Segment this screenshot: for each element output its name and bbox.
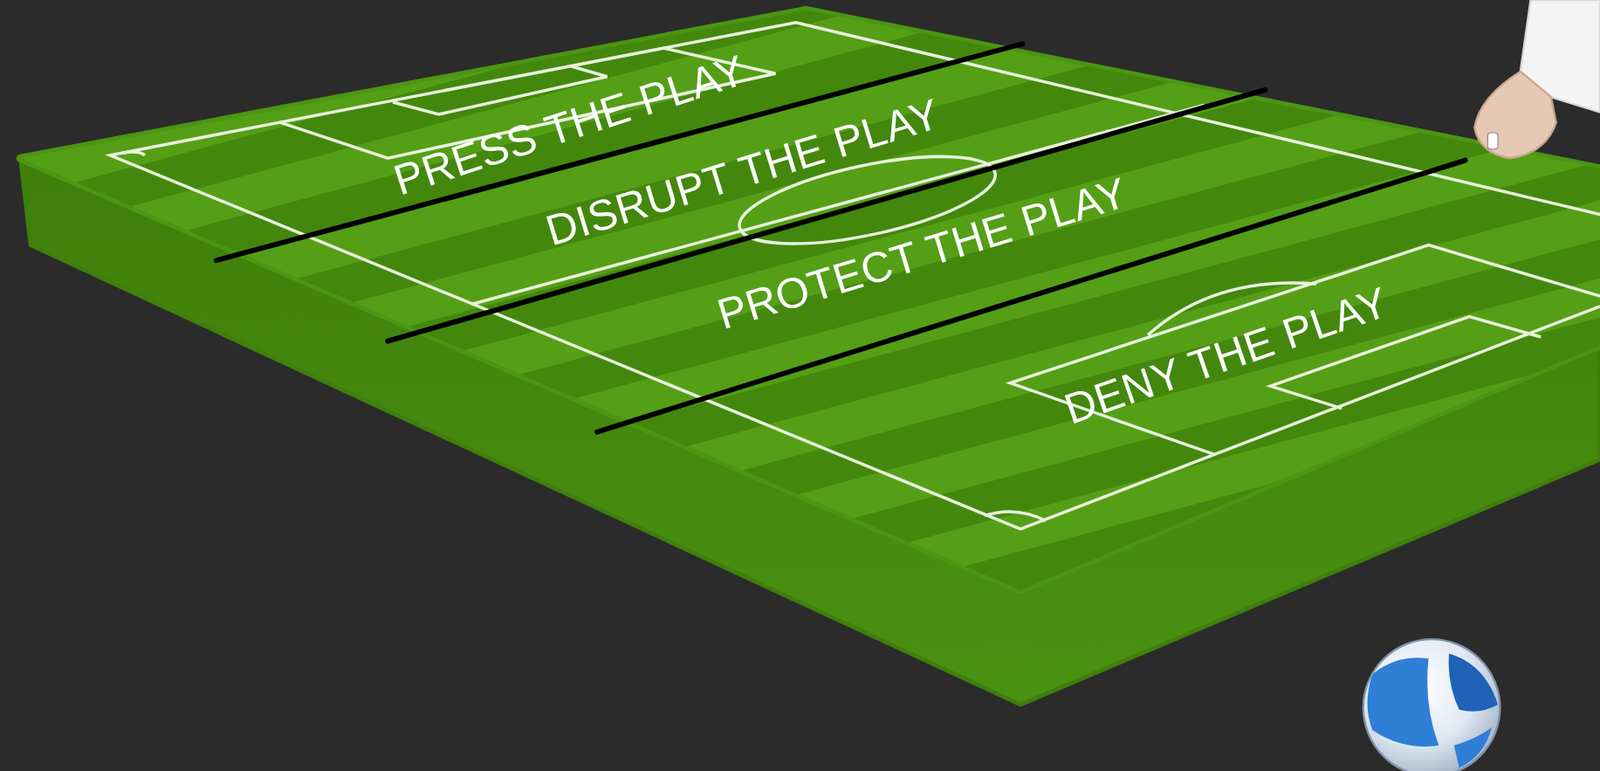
grass-stripe [909, 0, 1600, 567]
pitch-markings [109, 22, 1600, 529]
football [1363, 638, 1501, 771]
zone-divider-lines [216, 43, 1466, 432]
coach-hand [1474, 0, 1600, 158]
grass-stripe [964, 0, 1600, 591]
pitch-stripes [20, 0, 1600, 591]
